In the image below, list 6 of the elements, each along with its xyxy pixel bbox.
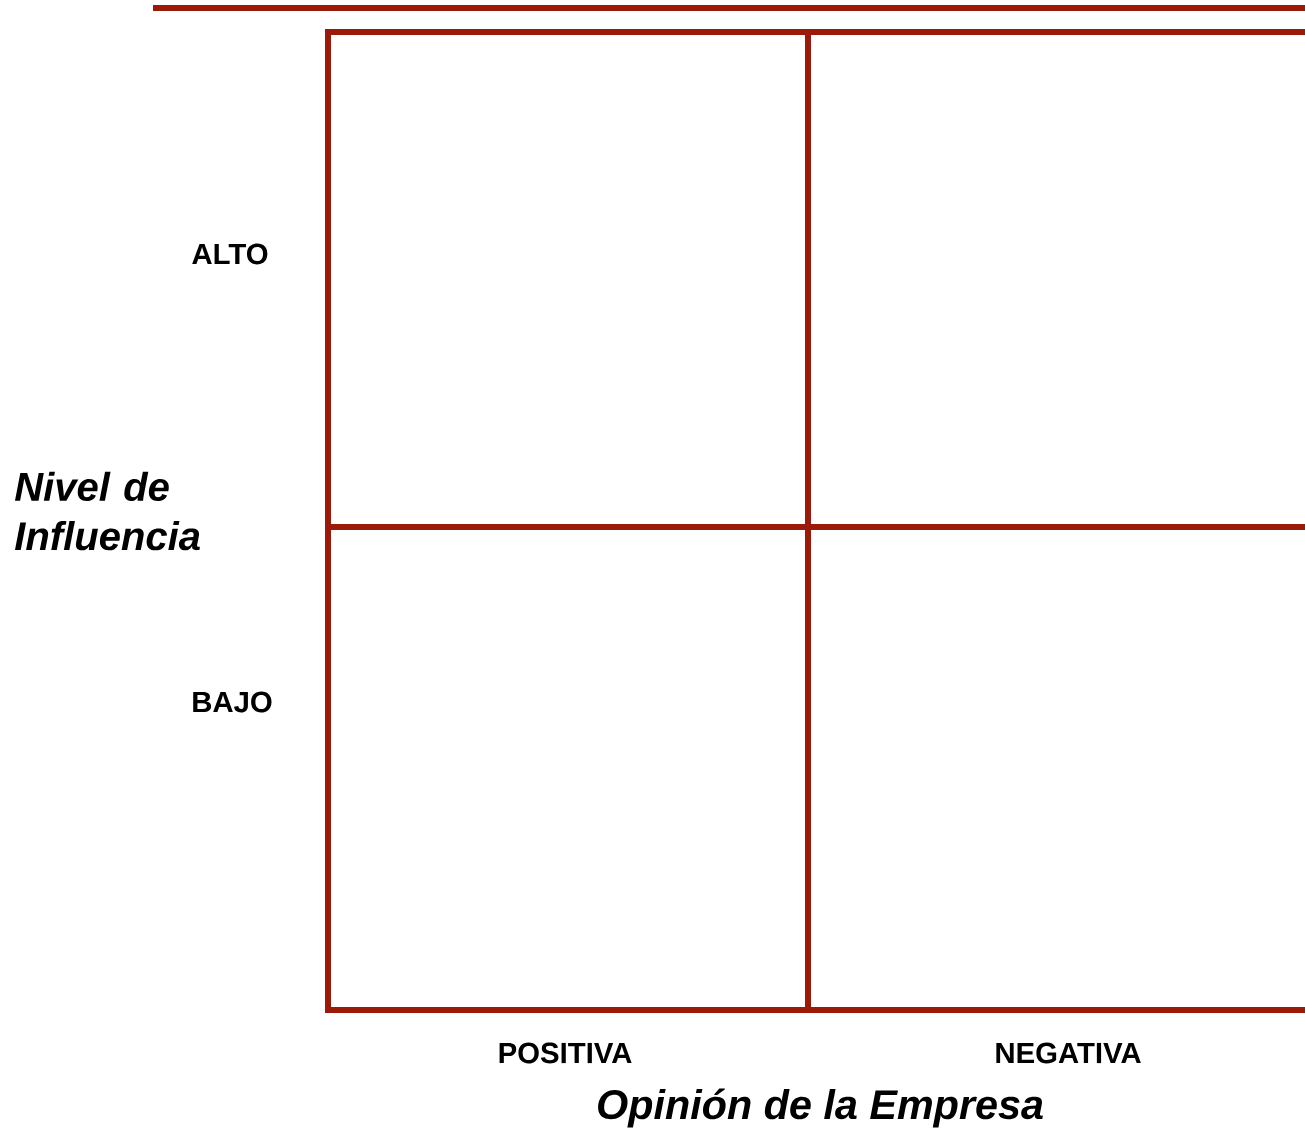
axis-label: BAJO [193,691,272,713]
axis-title: Opinión de la Empresa [598,1088,1043,1128]
axis-label: POSITIVA [499,1042,632,1064]
axis-title: Nivel de Influencia [15,471,200,551]
axis-label: ALTO [192,243,268,265]
axis-label: NEGATIVA [996,1042,1141,1064]
